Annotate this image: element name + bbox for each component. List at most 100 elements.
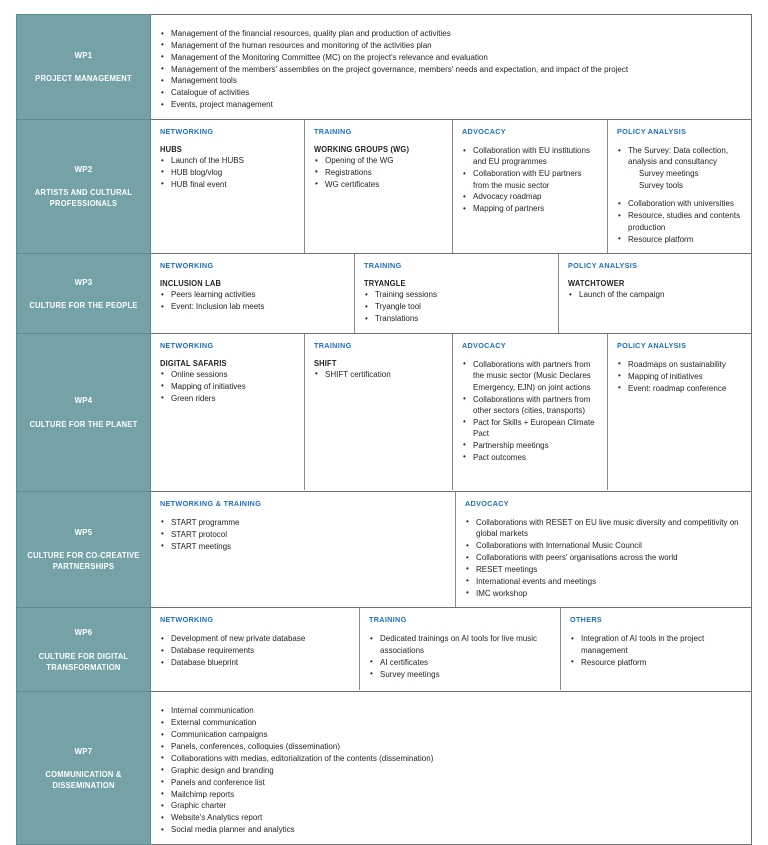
activity-list: Online sessionsMapping of initiativesGre… — [160, 368, 296, 404]
category-heading: NETWORKING — [160, 261, 214, 271]
category-heading: OTHERS — [570, 615, 603, 625]
activity-item: Database blueprint — [160, 657, 351, 669]
category-heading: POLICY ANALYSIS — [617, 340, 687, 350]
activity-item: Mailchimp reports — [160, 788, 752, 800]
activity-item: Peers learning activities — [160, 289, 346, 301]
activity-list: Management of the financial resources, q… — [160, 27, 752, 111]
activity-list: Training sessionsTryangle toolTranslatio… — [364, 289, 550, 324]
wp-content-cell-wp6: NETWORKING Development of new private dat… — [150, 607, 752, 693]
activity-item: Event: roadmap conference — [617, 382, 752, 394]
activity-item: Training sessions — [364, 289, 550, 301]
activity-item: Green riders — [160, 392, 296, 404]
activity-column: TRAINING SHIFTSHIFT certification — [305, 333, 453, 490]
activity-item: Graphic charter — [160, 800, 752, 812]
activity-item: Collaborations with partners from the mu… — [462, 358, 599, 393]
activity-list: Opening of the WGRegistrationsWG certifi… — [314, 154, 444, 190]
activity-column: NETWORKING DIGITAL SAFARISOnline sessions… — [151, 333, 305, 490]
activity-item: START meetings — [160, 540, 447, 552]
wp-title: COMMUNICATION & DISSEMINATION — [45, 769, 122, 790]
activity-item: Translations — [364, 313, 550, 325]
activity-item: Development of new private database — [160, 633, 351, 645]
activity-item: Opening of the WG — [314, 154, 444, 166]
wp-content-cell-wp2: NETWORKINGHUBSLaunch of the HUBSHUB blog… — [150, 119, 752, 255]
activity-list: SHIFT certification — [314, 368, 444, 380]
activity-column: NETWORKING Development of new private dat… — [151, 608, 360, 691]
activity-item: Event: Inclusion lab meets — [160, 301, 346, 313]
activity-item: Collaborations with RESET on EU live mus… — [465, 516, 752, 540]
activity-list: Development of new private databaseDatab… — [160, 633, 351, 668]
column-group: NETWORKING INCLUSION LABPeers learning ac… — [151, 254, 751, 333]
activity-item: Integration of AI tools in the project m… — [570, 633, 752, 656]
activity-item: AI certificates — [369, 656, 552, 668]
activity-item: Dedicated trainings on AI tools for live… — [369, 633, 552, 656]
activity-subtitle: DIGITAL SAFARIS — [160, 358, 227, 368]
category-heading: TRAINING — [314, 340, 352, 350]
activity-item: Launch of the HUBS — [160, 154, 296, 166]
wp-title: PROJECT MANAGEMENT — [35, 74, 132, 84]
activity-item: Resource platform — [617, 233, 752, 245]
activity-item: Collaborations with peers' organisations… — [465, 552, 752, 564]
activity-column: Internal communicationExternal communica… — [151, 692, 760, 843]
activity-item: Management tools — [160, 75, 752, 87]
activity-list: Integration of AI tools in the project m… — [570, 633, 752, 668]
wp-code: WP7 — [74, 745, 93, 756]
activity-item: Website's Analytics report — [160, 812, 752, 824]
activity-list: Peers learning activitiesEvent: Inclusio… — [160, 289, 346, 313]
activity-item: Survey meetings — [639, 169, 699, 179]
activity-subtitle: INCLUSION LAB — [160, 279, 222, 289]
activity-item: HUB blog/vlog — [160, 166, 296, 178]
activity-item: Management of the human resources and mo… — [160, 39, 752, 51]
activity-item: Database requirements — [160, 645, 351, 657]
activity-item: START programme — [160, 516, 447, 528]
activity-item: Collaboration with universities — [617, 198, 752, 210]
column-group: NETWORKING DIGITAL SAFARISOnline sessions… — [151, 333, 752, 490]
category-heading: NETWORKING — [160, 615, 214, 625]
wp-title: CULTURE FOR THE PEOPLE — [29, 300, 138, 310]
activity-item: Mapping of initiatives — [617, 370, 752, 382]
activity-list: Collaboration with EU institutions and E… — [462, 145, 599, 215]
activity-item: International events and meetings — [465, 575, 752, 587]
wp-content-cell-wp7: Internal communicationExternal communica… — [150, 691, 752, 845]
activity-subtitle: TRYANGLE — [364, 279, 406, 289]
activity-item: WG certificates — [314, 178, 444, 190]
activity-item: Management of the Monitoring Committee (… — [160, 51, 752, 63]
column-group: Internal communicationExternal communica… — [151, 692, 751, 843]
wp-code: WP2 — [74, 164, 93, 175]
category-heading: NETWORKING — [160, 340, 214, 350]
category-heading: POLICY ANALYSIS — [617, 127, 687, 137]
activity-subtitle: WORKING GROUPS (WG) — [314, 145, 410, 155]
category-heading: NETWORKING & TRAINING — [160, 498, 262, 508]
activity-item: Mapping of initiatives — [160, 380, 296, 392]
activity-item: Tryangle tool — [364, 301, 550, 313]
activity-subtitle: SHIFT — [314, 358, 337, 368]
activity-item: Social media planner and analytics — [160, 824, 752, 836]
wp-code: WP1 — [74, 49, 93, 60]
activity-list: The Survey: Data collection, analysis an… — [617, 145, 752, 245]
activity-list: Collaborations with RESET on EU live mus… — [465, 516, 752, 599]
column-group: Management of the financial resources, q… — [151, 15, 751, 119]
activity-column: OTHERS Integration of AI tools in the pro… — [561, 608, 760, 690]
activity-item: IMC workshop — [465, 587, 752, 599]
activity-subtitle: HUBS — [160, 145, 182, 155]
activity-column: NETWORKINGHUBSLaunch of the HUBSHUB blog… — [151, 120, 305, 254]
activity-item: Catalogue of activities — [160, 87, 752, 99]
activity-list: Dedicated trainings on AI tools for live… — [369, 633, 552, 680]
activity-item: External communication — [160, 717, 752, 729]
activity-item: Collaborations with partners from other … — [462, 393, 599, 417]
wp-title: ARTISTS AND CULTURAL PROFESSIONALS — [34, 188, 133, 209]
activity-item: Events, project management — [160, 99, 752, 111]
activity-item: Partnership meetings — [462, 439, 599, 451]
